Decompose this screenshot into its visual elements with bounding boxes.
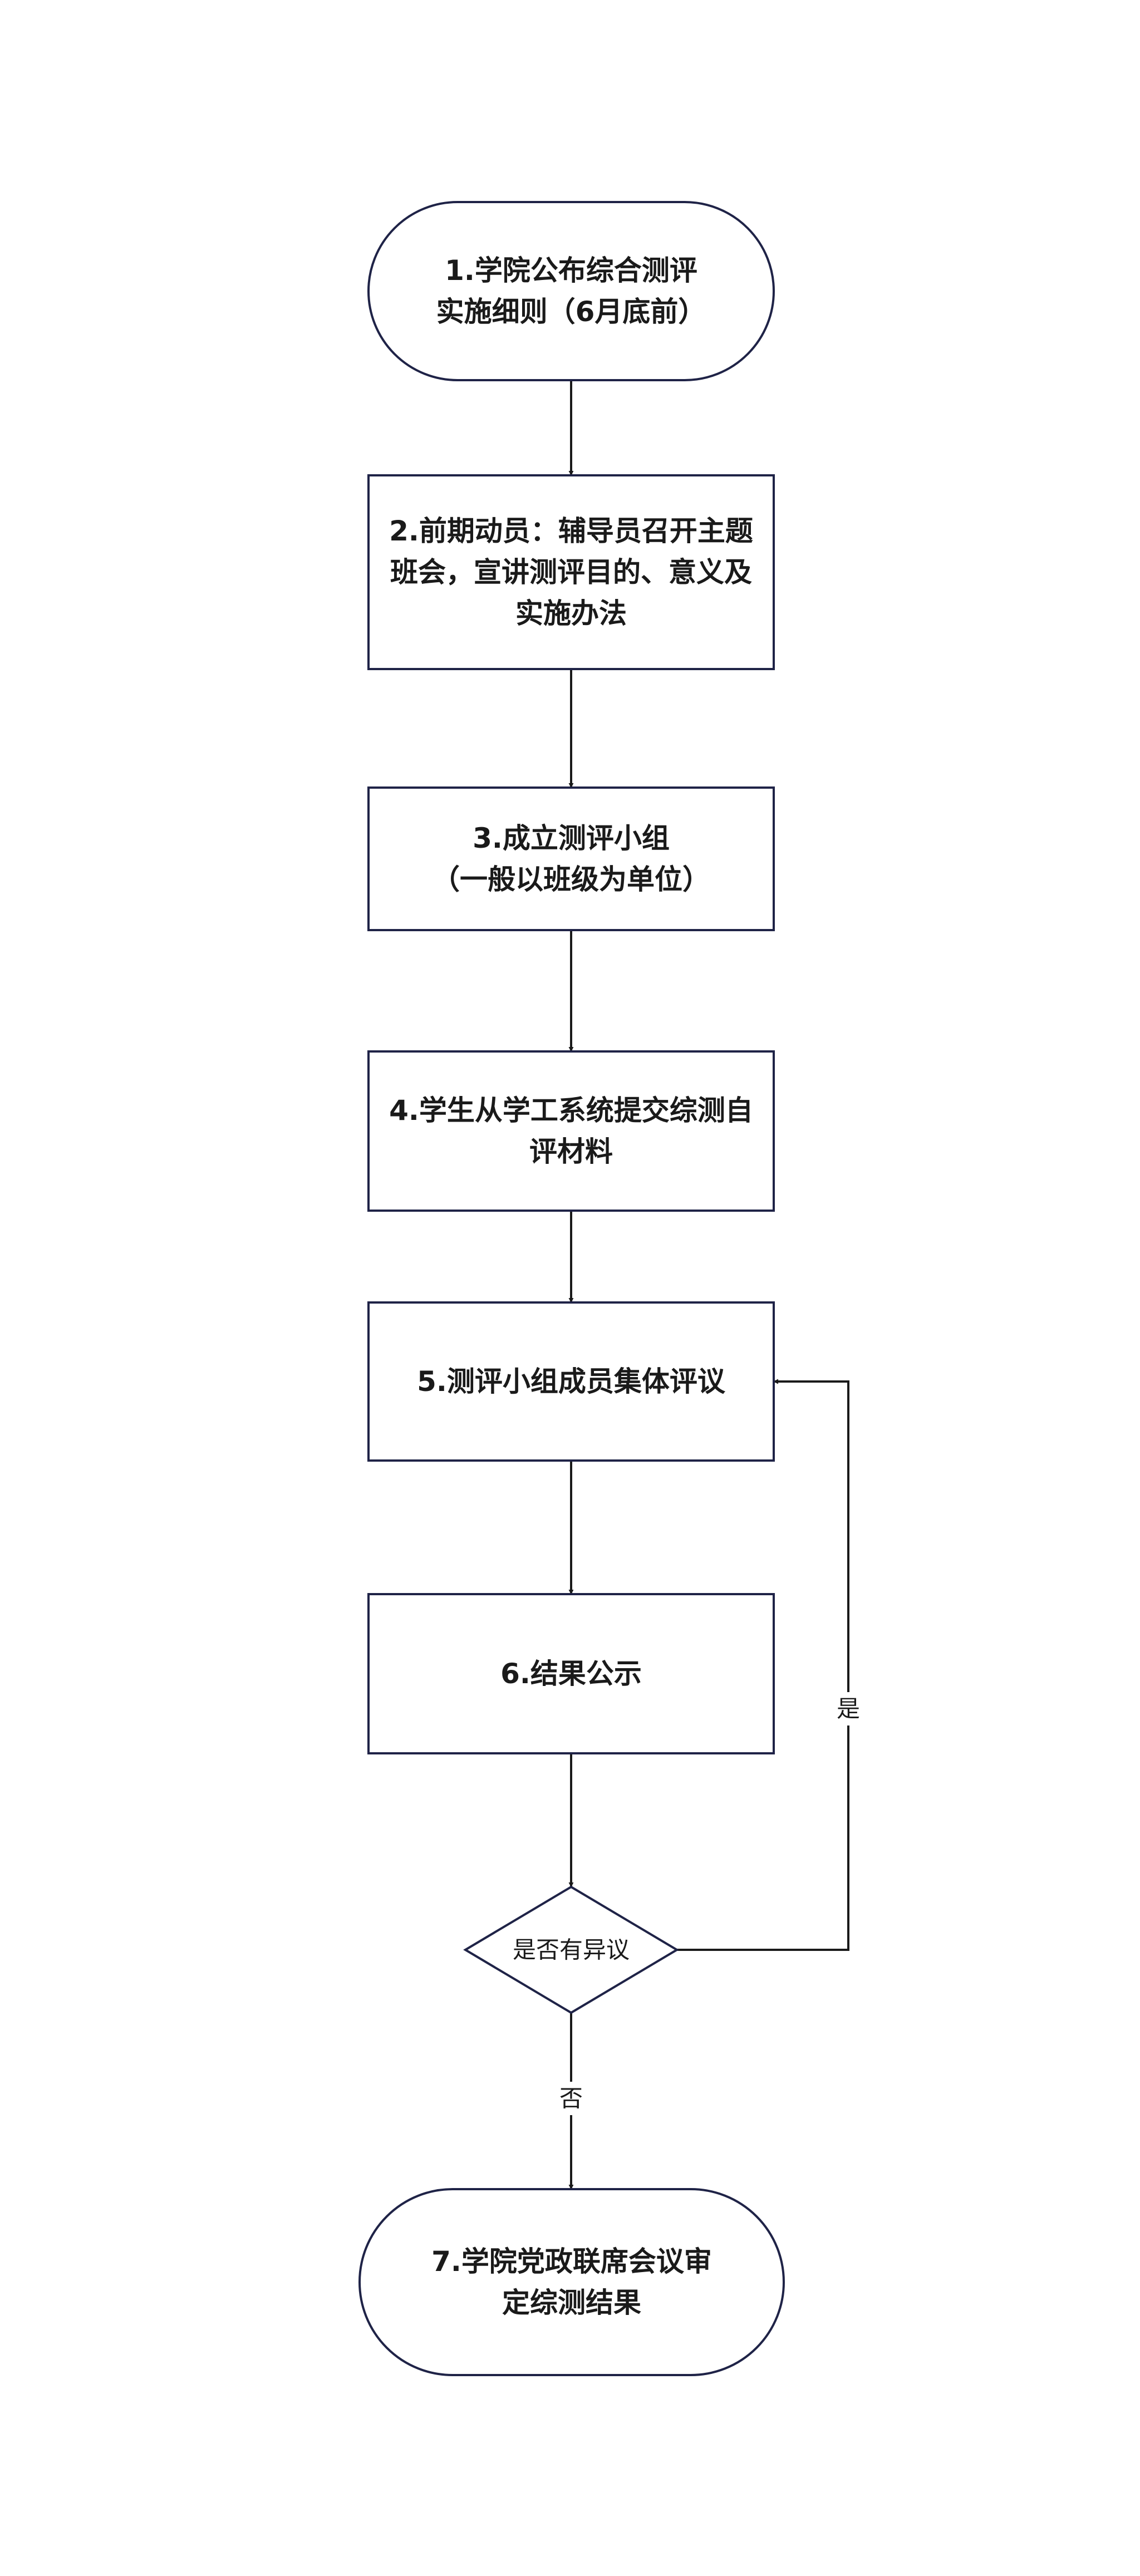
process-box bbox=[367, 474, 775, 670]
flow-node-n6: 6.结果公示 bbox=[367, 1593, 775, 1754]
process-box bbox=[367, 1050, 775, 1212]
node-label-line: 评材料 bbox=[529, 1135, 613, 1168]
node-label-line: 2.前期动员：辅导员召开主题 bbox=[389, 515, 753, 547]
flow-node-d1: 是否有异议 bbox=[463, 1885, 679, 2014]
node-label-line: 班会，宣讲测评目的、意义及 bbox=[390, 556, 752, 588]
node-label-line: （一般以班级为单位） bbox=[432, 863, 710, 896]
edges-layer bbox=[568, 380, 849, 2190]
node-label-line: 5.测评小组成员集体评议 bbox=[417, 1365, 726, 1398]
node-label-line: 3.成立测评小组 bbox=[473, 822, 670, 854]
node-label-line: 1.学院公布综合测评 bbox=[445, 254, 697, 287]
process-box bbox=[367, 786, 775, 931]
node-label-line: 是否有异议 bbox=[513, 1936, 630, 1964]
flow-node-n5: 5.测评小组成员集体评议 bbox=[367, 1301, 775, 1462]
terminal-shape bbox=[367, 201, 775, 381]
terminal-shape bbox=[358, 2188, 785, 2376]
process-box bbox=[367, 1593, 775, 1754]
edge-label: 是 bbox=[837, 1695, 860, 1723]
node-label-line: 6.结果公示 bbox=[500, 1658, 642, 1690]
edge-label: 否 bbox=[559, 2085, 583, 2112]
node-label-line: 实施办法 bbox=[515, 597, 627, 630]
node-label-line: 4.学生从学工系统提交综测自 bbox=[389, 1094, 753, 1127]
decision-diamond bbox=[463, 1885, 679, 2014]
edge-label-background bbox=[832, 1692, 865, 1725]
node-label-line: 实施细则（6月底前） bbox=[436, 296, 706, 328]
flow-arrow-d1-to-n5 bbox=[677, 1379, 849, 1951]
flow-node-n3: 3.成立测评小组 （一般以班级为单位） bbox=[367, 786, 775, 931]
node-label-line: 7.学院党政联席会议审 bbox=[431, 2245, 712, 2278]
edge-labels-layer: 是否 bbox=[554, 1692, 865, 2115]
process-box bbox=[367, 1301, 775, 1462]
node-label-line: 定综测结果 bbox=[502, 2287, 641, 2319]
edge-label-background bbox=[554, 2082, 588, 2115]
